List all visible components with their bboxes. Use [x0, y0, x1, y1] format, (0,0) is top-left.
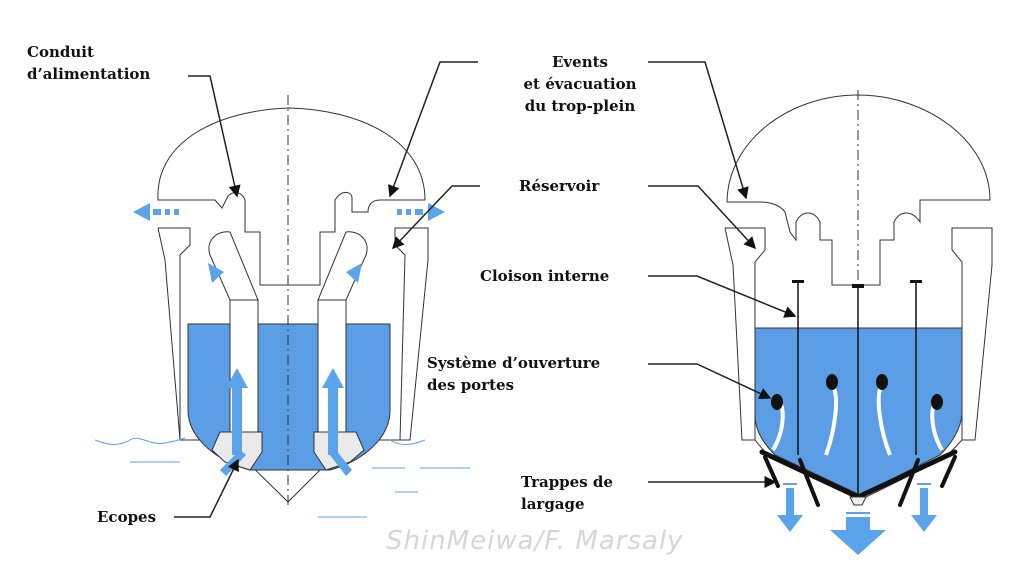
leader-vents-left: [388, 61, 478, 198]
partition-caps: [792, 280, 922, 288]
leader-reservoir-right: [648, 185, 757, 250]
leader-reservoir-left: [391, 185, 480, 250]
label-door-opening-system: Système d’ouverture des portes: [427, 354, 601, 394]
label-drop-doors: Trappes de largage: [521, 473, 613, 513]
left-scoop-right: [313, 431, 365, 471]
right-hull: [725, 227, 993, 501]
label-feed-duct: Conduit d’alimentation: [27, 43, 151, 83]
leader-lines: [174, 61, 797, 518]
label-internal-partition: Cloison interne: [480, 267, 610, 285]
leader-door-system: [648, 363, 772, 400]
label-scoops: Ecopes: [97, 508, 157, 526]
watermark: ShinMeiwa/F. Marsaly: [386, 526, 684, 556]
leader-vents-right: [648, 61, 749, 200]
drop-flow-arrows: [777, 483, 937, 555]
left-dome: [157, 107, 426, 286]
leader-feed-duct: [188, 75, 241, 198]
door-opening-mechanisms: [771, 374, 944, 456]
water-surface-waves: [94, 437, 470, 518]
label-reservoir: Réservoir: [519, 177, 600, 195]
label-vents: Events et évacuation du trop-plein: [523, 53, 637, 115]
right-tank: [724, 90, 993, 555]
internal-partitions: [797, 282, 917, 495]
left-tank: [94, 95, 470, 518]
leader-partition: [648, 275, 797, 318]
leader-scoops: [174, 458, 239, 518]
